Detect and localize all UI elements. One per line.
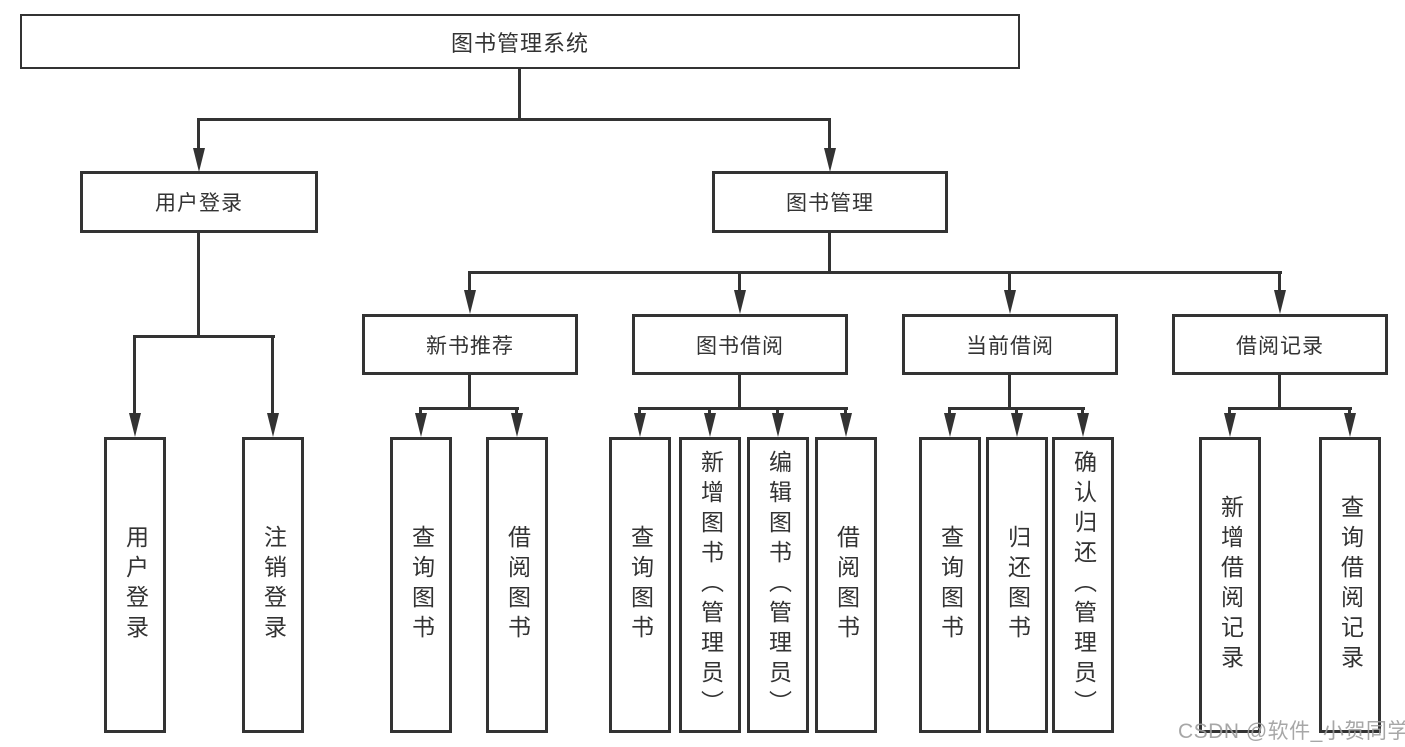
arrow-down-icon [1224,413,1236,437]
arrow-down-icon [1077,413,1089,437]
arrow-down-icon [634,413,646,437]
leaf-return-books-label: 归还图书 [1004,525,1031,645]
connector-line [419,407,422,416]
connector-line [738,373,741,410]
node-borrowing-records-label: 借阅记录 [1236,334,1324,358]
arrow-down-icon [824,148,836,172]
arrow-down-icon [704,413,716,437]
leaf-query-books-borrowing-label: 查询图书 [627,525,654,645]
node-user-login-label: 用户登录 [155,192,243,215]
connector-line [828,232,831,274]
arrow-down-icon [415,413,427,437]
leaf-query-books-current: 查询图书 [919,437,981,733]
node-new-book-recommendation: 新书推荐 [362,314,578,375]
connector-line [271,335,274,415]
leaf-borrow-books-recommend-label: 借阅图书 [504,525,531,645]
arrow-down-icon [944,413,956,437]
connector-line [1278,373,1281,410]
node-current-borrowing: 当前借阅 [902,314,1118,375]
arrow-down-icon [772,413,784,437]
connector-line [197,118,200,150]
arrow-down-icon [1011,413,1023,437]
connector-line [828,118,831,150]
node-library-system: 图书管理系统 [20,14,1020,69]
leaf-borrow-books-recommend: 借阅图书 [486,437,548,733]
leaf-query-books-recommend-label: 查询图书 [408,525,435,645]
node-book-management: 图书管理 [712,171,948,233]
connector-line [133,335,275,338]
node-new-book-recommendation-label: 新书推荐 [426,334,514,358]
connector-line [1228,407,1352,410]
leaf-add-borrow-record: 新增借阅记录 [1199,437,1261,733]
leaf-user-login: 用户登录 [104,437,166,733]
leaf-query-books-current-label: 查询图书 [937,525,964,645]
node-book-borrowing-label: 图书借阅 [696,334,784,358]
connector-line [518,68,521,120]
leaf-add-borrow-record-label: 新增借阅记录 [1217,495,1244,675]
connector-line [468,373,471,410]
connector-line [638,407,641,416]
arrow-down-icon [1274,290,1286,314]
leaf-add-book-admin-label: 新增图书（管理员） [697,450,724,720]
watermark: CSDN @软件_小贺同学 [1178,720,1405,743]
leaf-query-borrow-record-label: 查询借阅记录 [1337,495,1364,675]
leaf-confirm-return-admin: 确认归还（管理员） [1052,437,1114,733]
connector-line [708,407,711,416]
connector-line [844,407,847,416]
node-user-login: 用户登录 [80,171,318,233]
node-current-borrowing-label: 当前借阅 [966,334,1054,358]
connector-line [197,118,831,121]
connector-line [1081,407,1084,416]
leaf-borrow-books-borrowing-label: 借阅图书 [833,525,860,645]
connector-line [133,335,136,415]
leaf-user-login-label: 用户登录 [122,525,149,645]
leaf-confirm-return-admin-label: 确认归还（管理员） [1070,450,1097,720]
connector-line [738,271,741,292]
connector-line [468,271,471,292]
connector-line [1008,271,1011,292]
leaf-query-books-recommend: 查询图书 [390,437,452,733]
arrow-down-icon [193,148,205,172]
arrow-down-icon [1004,290,1016,314]
connector-line [1015,407,1018,416]
connector-line [948,407,951,416]
connector-line [638,407,848,410]
arrow-down-icon [1344,413,1356,437]
arrow-down-icon [840,413,852,437]
leaf-return-books: 归还图书 [986,437,1048,733]
leaf-logout-label: 注销登录 [260,525,287,645]
connector-line [1348,407,1351,416]
connector-line [515,407,518,416]
leaf-query-books-borrowing: 查询图书 [609,437,671,733]
connector-line [1278,271,1281,292]
leaf-query-borrow-record: 查询借阅记录 [1319,437,1381,733]
leaf-edit-book-admin: 编辑图书（管理员） [747,437,809,733]
leaf-logout: 注销登录 [242,437,304,733]
connector-line [1008,373,1011,410]
node-borrowing-records: 借阅记录 [1172,314,1388,375]
node-library-system-label: 图书管理系统 [450,30,589,56]
arrow-down-icon [464,290,476,314]
leaf-add-book-admin: 新增图书（管理员） [679,437,741,733]
arrow-down-icon [734,290,746,314]
connector-line [468,271,1282,274]
node-book-borrowing: 图书借阅 [632,314,848,375]
leaf-edit-book-admin-label: 编辑图书（管理员） [765,450,792,720]
leaf-borrow-books-borrowing: 借阅图书 [815,437,877,733]
arrow-down-icon [129,413,141,437]
connector-line [419,407,519,410]
connector-line [1228,407,1231,416]
node-book-management-label: 图书管理 [786,192,874,215]
arrow-down-icon [511,413,523,437]
connector-line [197,232,200,338]
connector-line [776,407,779,416]
arrow-down-icon [267,413,279,437]
